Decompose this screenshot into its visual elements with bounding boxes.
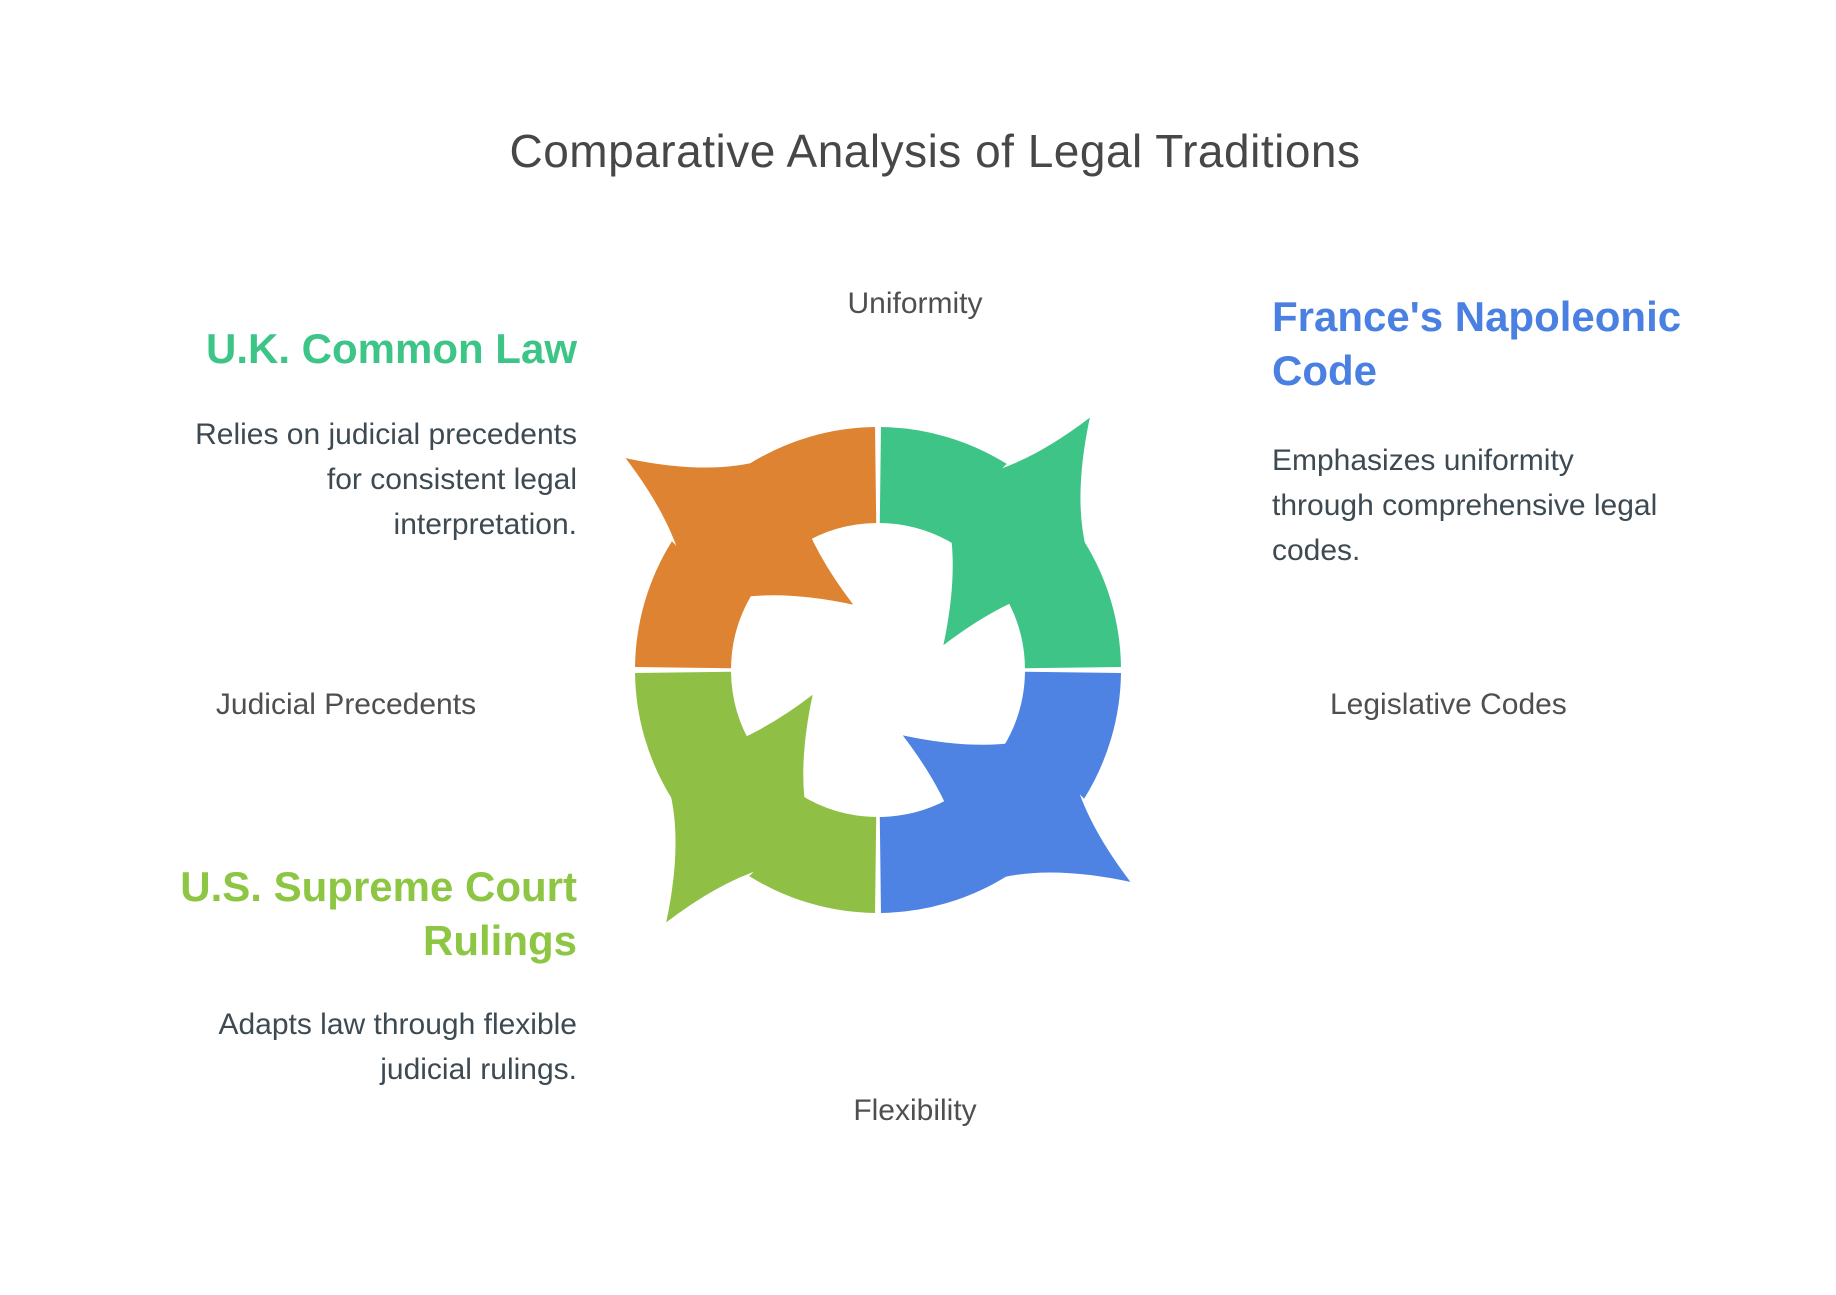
description-line: Adapts law through flexible — [218, 1008, 577, 1041]
cycle-diagram — [625, 417, 1131, 923]
description-line: interpretation. — [393, 508, 577, 541]
arrow-star-icon — [933, 417, 1100, 646]
arrow-star-icon — [902, 725, 1131, 892]
france-napoleonic-code-heading: France's Napoleonic Code — [1272, 293, 1682, 394]
arrow-star-icon — [656, 694, 823, 923]
page-title: Comparative Analysis of Legal Traditions — [509, 125, 1361, 177]
arrow-star-icon — [625, 448, 854, 615]
uniformity-segment — [879, 417, 1121, 669]
cycle-label-flexibility: Flexibility — [853, 1094, 977, 1127]
judicial-precedents-segment — [625, 427, 877, 669]
france-napoleonic-code-description: Emphasizes uniformity through comprehens… — [1272, 438, 1672, 573]
description-line: judicial rulings. — [380, 1053, 577, 1086]
us-supreme-court-description: Adapts law through flexible judicial rul… — [152, 1002, 577, 1092]
description-line: for consistent legal — [326, 463, 577, 496]
uk-common-law-heading: U.K. Common Law — [205, 325, 577, 372]
description-line: Emphasizes uniformity — [1272, 444, 1574, 477]
legislative-codes-segment — [879, 671, 1131, 913]
uk-common-law-description: Relies on judicial precedents for consis… — [152, 412, 577, 547]
us-supreme-court-heading: U.S. Supreme Court Rulings — [180, 863, 577, 964]
cycle-label-legislative-codes: Legislative Codes — [1330, 688, 1567, 721]
cycle-label-judicial-precedents: Judicial Precedents — [215, 688, 477, 721]
description-line: Relies on judicial precedents — [195, 418, 577, 451]
cycle-label-uniformity: Uniformity — [847, 287, 983, 320]
description-line: codes. — [1272, 534, 1361, 567]
description-line: through comprehensive legal — [1272, 489, 1658, 522]
flexibility-segment — [635, 671, 877, 923]
